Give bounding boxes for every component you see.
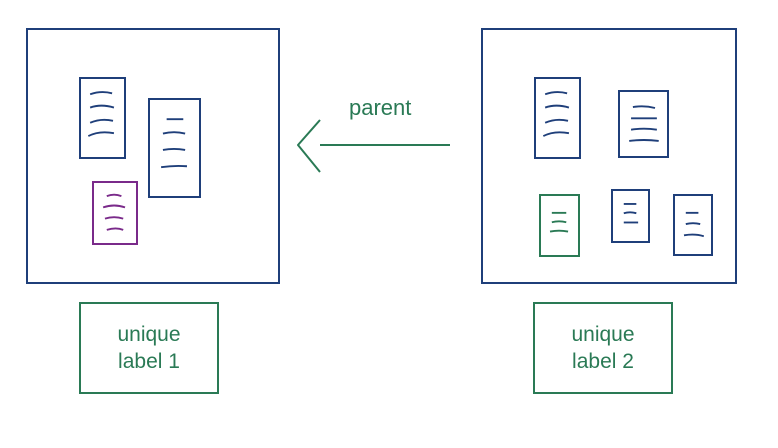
arrow-label: parent <box>349 95 412 120</box>
left-label-text: unique label 1 <box>117 322 181 373</box>
right-doc-3 <box>539 194 580 257</box>
left-frame <box>26 28 280 284</box>
left-label-box: unique label 1 <box>79 302 219 394</box>
parent-arrow <box>297 119 450 173</box>
left-doc-1 <box>79 77 126 159</box>
right-frame <box>481 28 737 284</box>
right-label-box: unique label 2 <box>533 302 673 394</box>
arrow-head <box>297 119 321 173</box>
right-doc-5 <box>673 194 713 256</box>
right-doc-4 <box>611 189 650 243</box>
right-label-text: unique label 2 <box>571 322 635 373</box>
right-doc-1 <box>534 77 581 159</box>
left-doc-2 <box>148 98 201 198</box>
right-doc-2 <box>618 90 669 158</box>
left-doc-3 <box>92 181 138 245</box>
